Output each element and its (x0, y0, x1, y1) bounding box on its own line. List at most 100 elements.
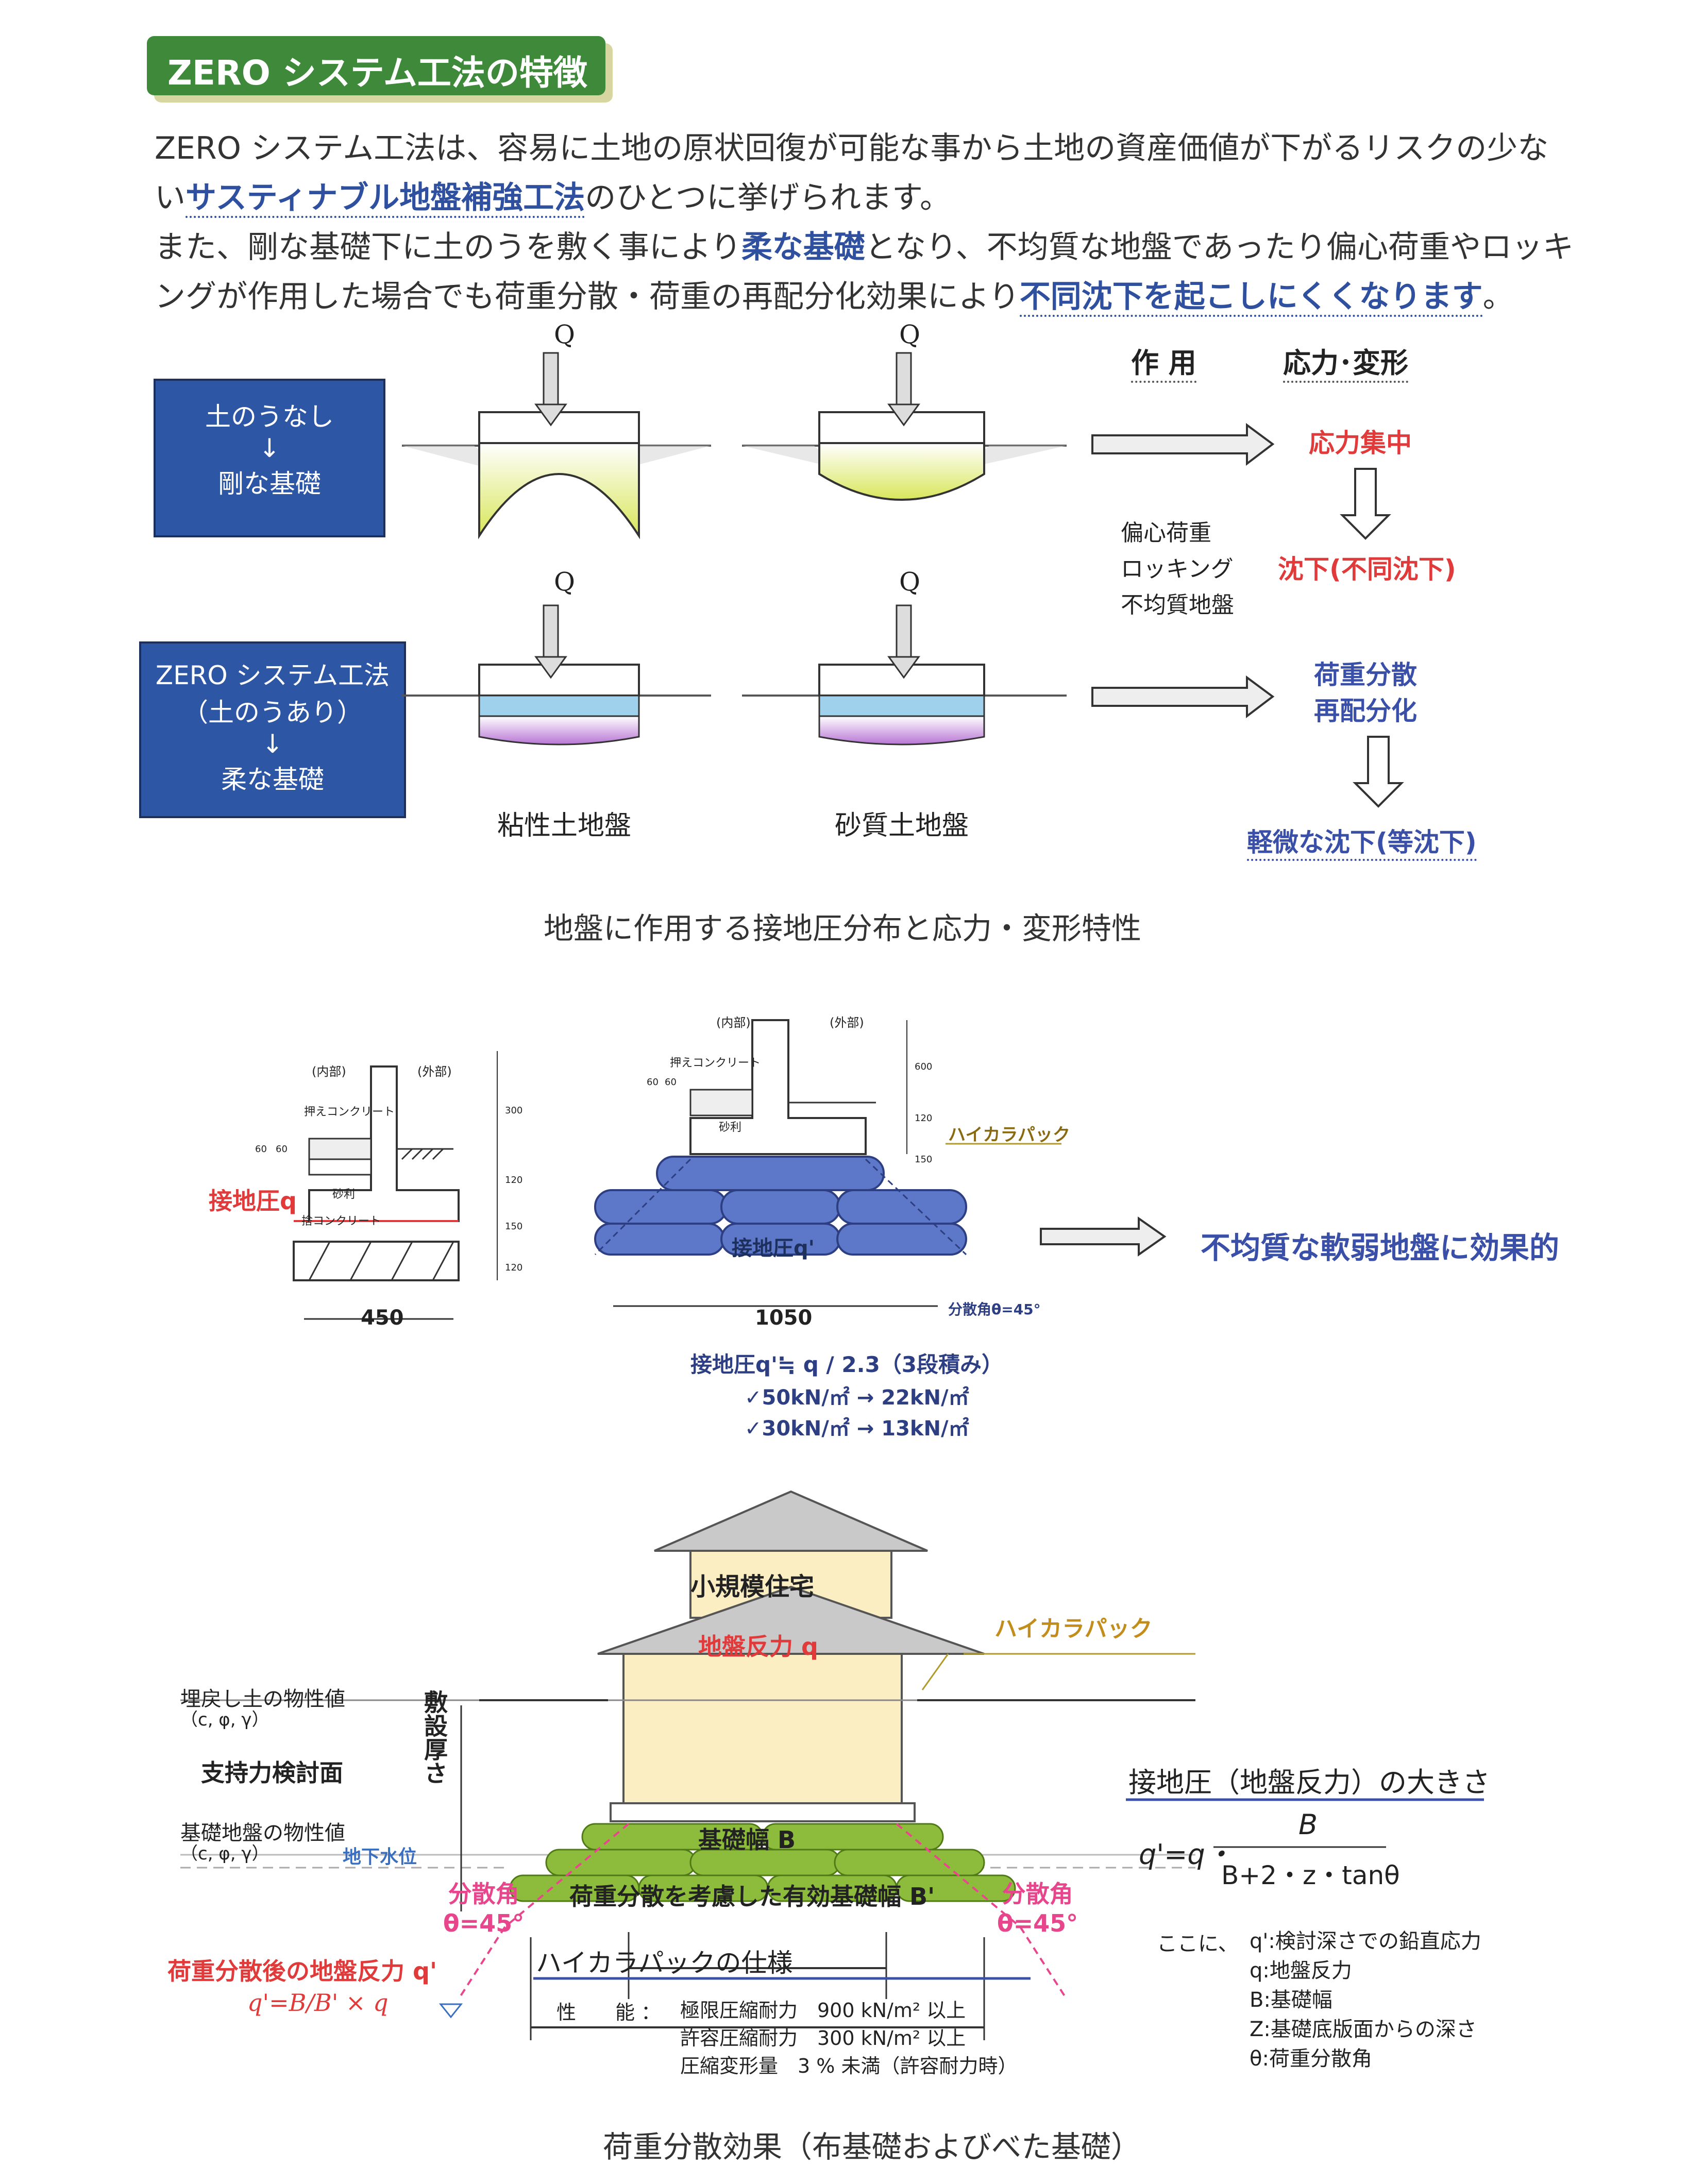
load-dispersion-diagram (180, 1490, 1484, 2040)
label-sand: 砂質土地盤 (835, 810, 969, 841)
footing-rigid-sand (742, 352, 1067, 501)
label-haikara-pack: ハイカラパック (948, 1125, 1070, 1145)
spread-angle-left: 分散角 θ=45° (443, 1875, 524, 1937)
spec-item: 極限圧縮耐力 900 kN/m² 以上 (680, 1999, 966, 2022)
label-spread-angle: 分散角θ=45° (948, 1301, 1041, 1318)
dim-label: 150 (915, 1154, 933, 1165)
load-label: Q (899, 319, 920, 349)
spread-label: 分散角 (448, 1880, 519, 1908)
arrow-right-icon (1040, 1216, 1167, 1257)
footing-detail-diagram (293, 1019, 1167, 1320)
pressure-formula: 接地圧q'≒ q / 2.3（3段積み） (690, 1352, 1004, 1377)
house-illustration (597, 1490, 985, 1822)
label-backfill: 埋戻し土の物性値 (180, 1687, 345, 1711)
intro-text: ングが作用した場合でも荷重分散・荷重の再配分化効果により (155, 279, 1020, 315)
load-label: Q (899, 567, 920, 597)
intro-paragraph: ZERO システム工法は、容易に土地の原状回復が可能な事から土地の資産価値が下が… (155, 124, 1649, 321)
pressure-title: 接地圧（地盤反力）の大きさ (1128, 1766, 1490, 1799)
load-label: Q (554, 567, 575, 597)
box-line: 土のうなし (205, 402, 334, 432)
arrow-down-icon (1340, 468, 1404, 808)
cause-item: 不均質地盤 (1121, 592, 1234, 618)
label-inner: (内部) (312, 1064, 346, 1079)
label-press-concrete: 押えコンクリート (304, 1106, 395, 1119)
sandbag-pyramid (458, 1823, 1068, 2000)
footing-rigid-clay (402, 352, 711, 539)
spec-item: 許容圧縮耐力 300 kN/m² 以上 (680, 2027, 966, 2050)
label-width-b: 基礎幅 B (698, 1826, 796, 1854)
intro-text: のひとつに挙げられます。 (585, 180, 951, 216)
equation-denominator: B+2・z・tanθ (1221, 1860, 1400, 1890)
label-gravel: 砂利 (332, 1188, 356, 1201)
dim-label: 60 (665, 1077, 677, 1088)
legend-item: q:地盤反力 (1250, 1959, 1352, 1983)
width-1050: 1050 (755, 1306, 813, 1330)
footing-section-with-sandbags (689, 1019, 907, 1155)
label-params: （c, φ, γ） (180, 1843, 269, 1864)
label-haikara-pack: ハイカラパック (994, 1616, 1153, 1642)
legend-list: q':検討深さでの鉛直応力 q:地盤反力 B:基礎幅 Z:基礎底版面からの深さ … (1250, 1927, 1481, 2074)
label-params: （c, φ, γ） (180, 1709, 269, 1730)
legend-head: ここに、 (1157, 1932, 1239, 1956)
sandbag-stack (594, 1143, 1061, 1307)
spread-label: 分散角 (1002, 1880, 1073, 1908)
even-settlement: 軽微な沈下(等沈下) (1247, 822, 1477, 861)
causes-list: 偏心荷重 ロッキング 不均質地盤 (1121, 515, 1234, 623)
cause-item: ロッキング (1121, 556, 1234, 582)
spread-value: θ=45° (997, 1909, 1078, 1937)
dim-label: 120 (505, 1262, 523, 1273)
footing-soft-clay (402, 604, 711, 746)
label-pressure-q-prime: 接地圧q' (732, 1237, 815, 1260)
spread-value: θ=45° (443, 1909, 525, 1937)
label-gravel: 砂利 (719, 1121, 742, 1134)
stress-concentration: 応力集中 (1309, 428, 1412, 458)
legend-item: θ:荷重分散角 (1250, 2047, 1372, 2071)
spec-list: 極限圧縮耐力 900 kN/m² 以上 許容圧縮耐力 300 kN/m² 以上 … (680, 1996, 1017, 2080)
label-reaction-after: 荷重分散後の地盤反力 q' (167, 1957, 437, 1985)
label-base-soil: 基礎地盤の物性値 (180, 1821, 345, 1845)
reaction-formula: q'=B/B' × q (247, 1989, 389, 2017)
dim-label: 120 (915, 1113, 933, 1124)
column-stress: 応力･変形 (1283, 340, 1408, 383)
legend-item: B:基礎幅 (1250, 1988, 1332, 2012)
load-redistribution: 再配分化 (1314, 696, 1417, 726)
footing-section-left (293, 1051, 498, 1320)
column-action: 作 用 (1131, 340, 1196, 383)
dim-label: 60 (276, 1144, 288, 1155)
figure1-caption: 地盤に作用する接地圧分布と応力・変形特性 (544, 911, 1142, 946)
section-title-badge: ZERO システム工法の特徴 (147, 36, 605, 95)
spec-title: ハイカラパックの仕様 (536, 1948, 793, 1978)
intro-text: い (155, 180, 185, 216)
spread-angle-right: 分散角 θ=45° (997, 1875, 1078, 1937)
dim-label: 60 (647, 1077, 659, 1088)
label-inner: (内部) (716, 1015, 751, 1030)
label-outer: (外部) (417, 1064, 452, 1079)
label-ground-reaction: 地盤反力 q (698, 1633, 818, 1661)
intro-text: 。 (1482, 279, 1514, 315)
dim-label: 120 (505, 1175, 523, 1186)
load-label: Q (554, 319, 575, 349)
box-arrow: ↓ (262, 729, 283, 759)
label-press-concrete: 押えコンクリート (670, 1057, 761, 1070)
effect-text: 不均質な軟弱地盤に効果的 (1201, 1230, 1560, 1265)
spec-label: 性 能 ： (556, 2001, 661, 2024)
legend-item: q':検討深さでの鉛直応力 (1250, 1929, 1481, 1953)
pressure-distribution-diagram (402, 352, 1404, 808)
intro-line-3: また、剛な基礎下に土のうを敷く事により柔な基礎となり、不均質な地盤であったり偏心… (155, 223, 1649, 272)
uneven-settlement: 沈下(不同沈下) (1278, 554, 1456, 584)
box-line: 剛な基礎 (218, 469, 321, 499)
dim-label: 600 (915, 1061, 933, 1072)
label-clay: 粘性土地盤 (497, 810, 632, 841)
dim-label: 150 (505, 1221, 523, 1232)
load-distribution: 荷重分散 (1314, 660, 1417, 690)
label-bearing-plane: 支持力検討面 (201, 1759, 343, 1787)
box-without-sandbags: 土のうなし ↓ 剛な基礎 (154, 379, 385, 537)
arrow-right-icon (1091, 423, 1275, 719)
highlight-no-uneven-settlement: 不同沈下を起こしにくくなります (1019, 279, 1483, 317)
equation-lhs: q'=q・ (1139, 1838, 1233, 1871)
cause-item: 偏心荷重 (1121, 520, 1211, 546)
label-effective-width: 荷重分散を考慮した有効基礎幅 B' (569, 1883, 935, 1910)
label-outer: (外部) (830, 1015, 864, 1030)
label-pressure-q: 接地圧q (209, 1187, 297, 1215)
footing-soft-sand (742, 604, 1067, 746)
